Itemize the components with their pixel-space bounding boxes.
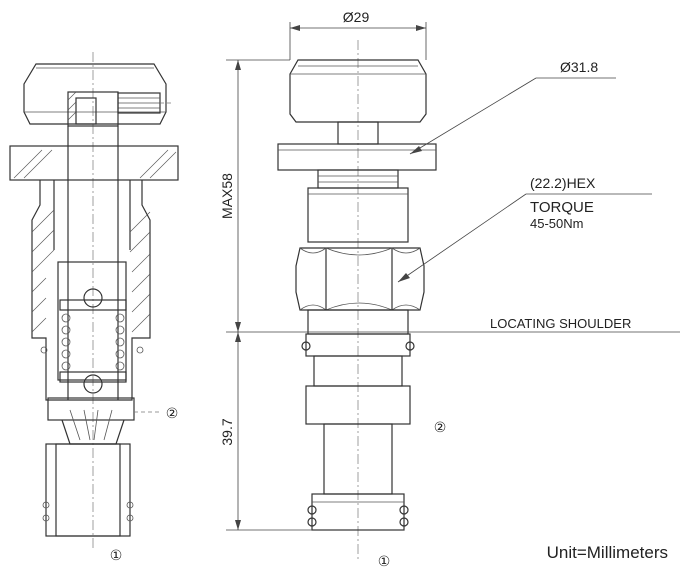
dim-cap-diameter-leader [409,77,616,155]
section-view [9,52,179,548]
locating-shoulder-label: LOCATING SHOULDER [490,316,631,331]
port-1-label-left: ① [110,547,123,563]
dim-lower-length [226,332,312,531]
dim-lower-length-label: 39.7 [219,418,235,445]
dim-top-diameter-label: Ø29 [343,9,370,25]
external-view [277,40,437,560]
dim-overall-height-label: MAX58 [219,173,235,219]
unit-label: Unit=Millimeters [547,543,668,562]
port-2-label-left: ② [166,405,179,421]
hex-size-label: (22.2)HEX [530,175,596,191]
hex-leader [397,193,652,283]
torque-value: 45-50Nm [530,216,583,231]
torque-title: TORQUE [530,199,594,216]
port-2-label-right: ② [434,419,447,435]
dim-cap-diameter-label: Ø31.8 [560,59,598,75]
port-1-label-right: ① [378,553,391,569]
spring-coils [40,313,144,371]
dim-top-diameter [289,22,427,60]
body-hatching [31,209,151,333]
dim-overall-height [226,59,290,332]
